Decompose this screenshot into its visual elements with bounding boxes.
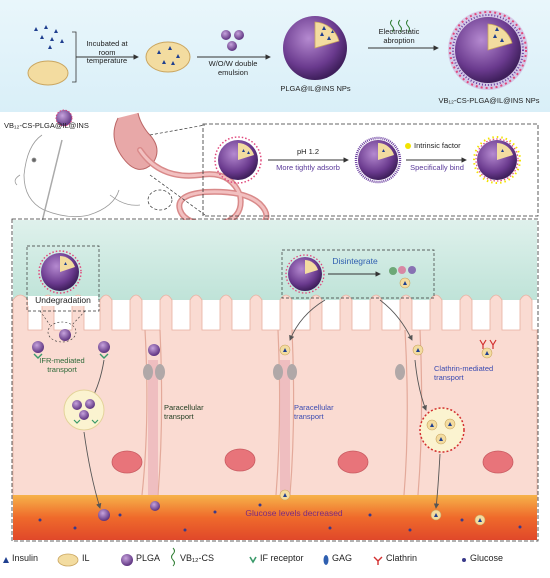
inset-nanoparticle-2 (354, 136, 402, 184)
disintegrate-box (281, 249, 435, 299)
blood-np-1 (98, 509, 110, 521)
clathrin-vesicle (419, 407, 465, 453)
inset-nanoparticle-3 (473, 136, 521, 184)
paracellular-particles (148, 344, 291, 501)
blood-cargo (430, 509, 486, 526)
intestine-box (11, 218, 539, 542)
ifr-endosome (63, 389, 105, 431)
label-bind: Specifically bind (410, 163, 464, 172)
lumen (13, 220, 537, 300)
legend-glyphs (3, 547, 466, 567)
label-ph: pH 1.2 (296, 147, 320, 156)
undegraded-nanoparticle (38, 250, 82, 294)
mouse-outline (14, 134, 141, 218)
label-adsorb: More tightly adsorb (276, 163, 340, 172)
cell-borders (141, 329, 423, 496)
legend-il: IL (82, 553, 90, 563)
blood-np-2 (150, 501, 160, 511)
arrow-clathrin (414, 359, 427, 411)
glucose-dots (38, 503, 522, 532)
label-emulsion: W/O/W double emulsion (208, 59, 258, 77)
ifr-particles (32, 329, 110, 359)
legend-gag: GAG (332, 553, 353, 563)
inset-nanoparticle-1 (214, 136, 262, 184)
il-insulin-complex (145, 41, 191, 73)
label-np1: PLGA@IL@INS NPs (280, 84, 351, 93)
label-paracellular-1: Paracellular transport (164, 403, 204, 421)
paracellular-channels (148, 360, 290, 495)
label-undegradation: Undegradation (28, 295, 98, 306)
disintegrating-nanoparticle (285, 254, 325, 294)
syringe-tube (39, 139, 63, 231)
fragments (389, 266, 416, 289)
clathrin-receptors (479, 339, 497, 349)
plga-il-ins-nanoparticle (283, 16, 347, 80)
arrow-clathrin-blood (433, 453, 441, 509)
vb12-cs-plga-nanoparticle (448, 10, 528, 90)
label-incubated: Incubated at room temperature (86, 39, 128, 66)
undegradation-box (26, 245, 100, 312)
label-np2: VB₁₂-CS-PLGA@IL@INS NPs (438, 96, 540, 105)
mouse-np-icon (55, 109, 73, 127)
legend-vb12: VB₁₂-CS (180, 553, 215, 563)
tight-junctions (143, 364, 405, 380)
label-intrinsic: Intrinsic factor (414, 141, 461, 150)
mechanism-inset-box (202, 123, 539, 217)
clathrin-cargo (412, 344, 493, 359)
label-clathrin: Clathrin-mediated transport (434, 364, 494, 382)
plga-spheres-small (221, 30, 244, 51)
legend-glucose: Glucose (470, 553, 504, 563)
vb12-cs-chains (390, 19, 410, 33)
arrow-disint-left (289, 299, 326, 341)
label-paracellular-2: Paracellular transport (294, 403, 334, 421)
nuclei (111, 448, 514, 474)
zoom-lines-undegradation (39, 310, 86, 343)
arrow-disint-right (379, 299, 413, 341)
label-glucose: Glucose levels decreased (245, 508, 343, 518)
label-mouse: VB₁₂-CS-PLGA@IL@INS (4, 121, 89, 130)
legend-clathrin: Clathrin (386, 553, 418, 563)
legend-if-receptor: IF receptor (260, 553, 304, 563)
bracket (72, 31, 77, 83)
zoom-lines (147, 124, 206, 216)
intrinsic-factor-dot (405, 143, 411, 149)
label-disintegrate: Disintegrate (332, 256, 378, 266)
legend-plga: PLGA (136, 553, 161, 563)
label-ifr: IFR-mediated transport (39, 356, 85, 374)
insulin-triangles-cluster (34, 25, 64, 49)
il-droplet (27, 60, 69, 86)
legend-insulin: Insulin (12, 553, 39, 563)
arrow-ifr-blood (83, 431, 102, 509)
label-adsorption: Electrostatic abroption (378, 27, 420, 45)
